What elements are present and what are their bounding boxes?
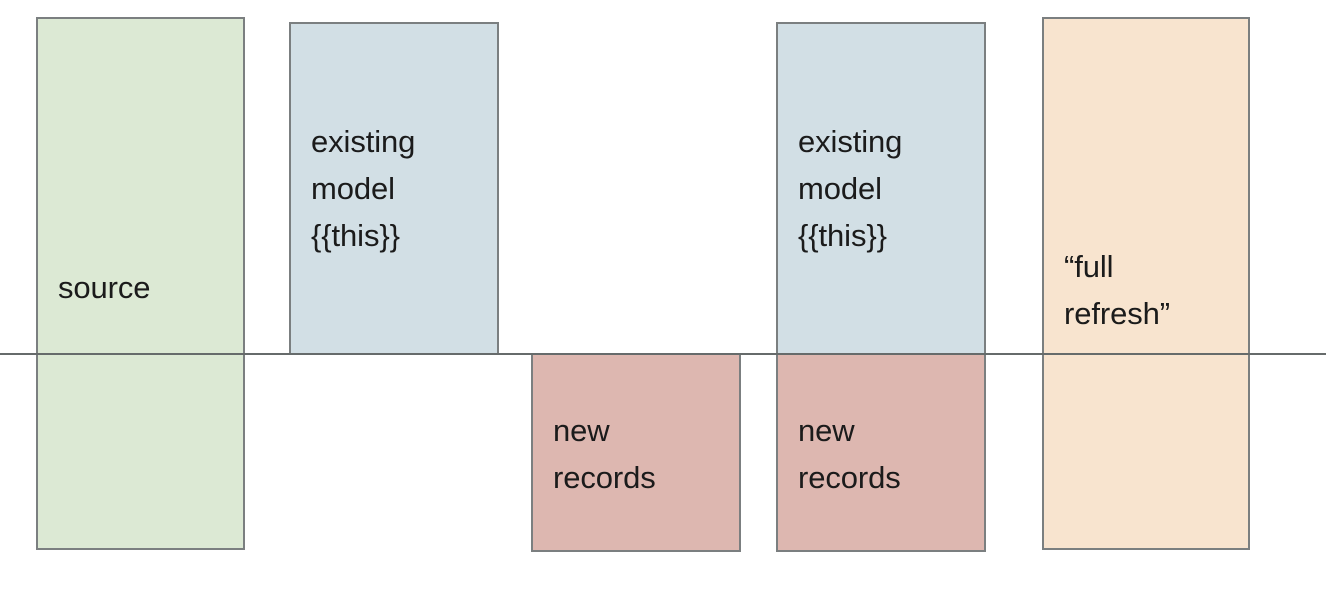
node-full-refresh[interactable]: “full refresh”	[1042, 17, 1250, 550]
horizontal-divider	[0, 353, 1326, 355]
node-new-records-1-label: new records	[553, 413, 656, 495]
node-existing-model-2[interactable]: existing model {{this}}	[776, 22, 986, 355]
node-existing-model-1[interactable]: existing model {{this}}	[289, 22, 499, 355]
node-full-refresh-label: “full refresh”	[1064, 249, 1171, 331]
node-new-records-1[interactable]: new records	[531, 353, 741, 552]
node-existing-model-1-label: existing model {{this}}	[311, 124, 416, 253]
node-source[interactable]: source	[36, 17, 245, 550]
node-existing-model-2-label: existing model {{this}}	[798, 124, 903, 253]
node-source-label: source	[58, 270, 151, 305]
node-new-records-2-label: new records	[798, 413, 901, 495]
node-new-records-2[interactable]: new records	[776, 353, 986, 552]
